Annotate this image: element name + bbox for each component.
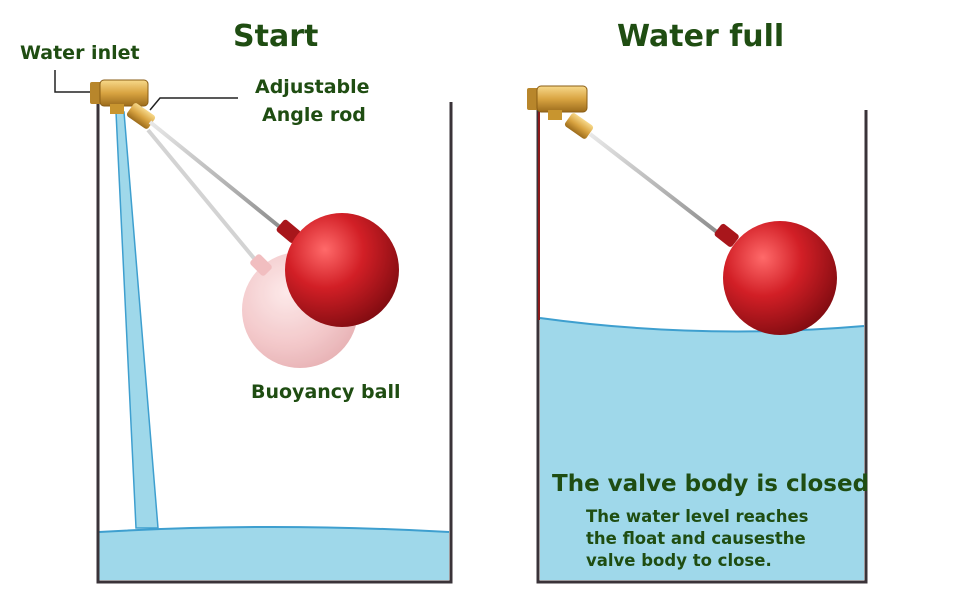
full-water — [540, 318, 864, 580]
start-water-surface — [98, 526, 450, 533]
start-tank — [96, 102, 453, 584]
start-water — [99, 527, 449, 580]
water-full-title: Water full — [617, 19, 785, 54]
water-stream — [115, 111, 159, 529]
valve-closed-line1: The water level reaches — [586, 507, 809, 526]
angle-rod-leader — [149, 97, 238, 111]
start-valve-icon — [90, 79, 156, 129]
buoyancy-ball-label: Buoyancy ball — [251, 381, 401, 403]
water-inlet-leader — [54, 70, 90, 93]
angle-rod-label-line1: Adjustable — [255, 76, 370, 98]
full-buoyancy-ball — [723, 221, 837, 335]
full-water-surface — [539, 317, 865, 333]
valve-closed-line3: valve body to close. — [586, 551, 772, 570]
start-title: Start — [233, 19, 319, 54]
valve-closed-title: The valve body is closed — [552, 471, 870, 497]
valve-closed-line2: the float and causesthe — [586, 529, 806, 548]
buoyancy-ball — [285, 213, 399, 327]
start-tank-wall — [96, 102, 453, 584]
start-float-assembly — [148, 120, 399, 327]
angle-rod-label-line2: Angle rod — [262, 104, 366, 126]
full-tank — [536, 110, 868, 584]
full-tank-wall — [536, 110, 868, 584]
full-float-assembly — [588, 132, 837, 335]
full-valve-icon — [527, 85, 594, 139]
water-inlet-label: Water inlet — [20, 42, 140, 64]
